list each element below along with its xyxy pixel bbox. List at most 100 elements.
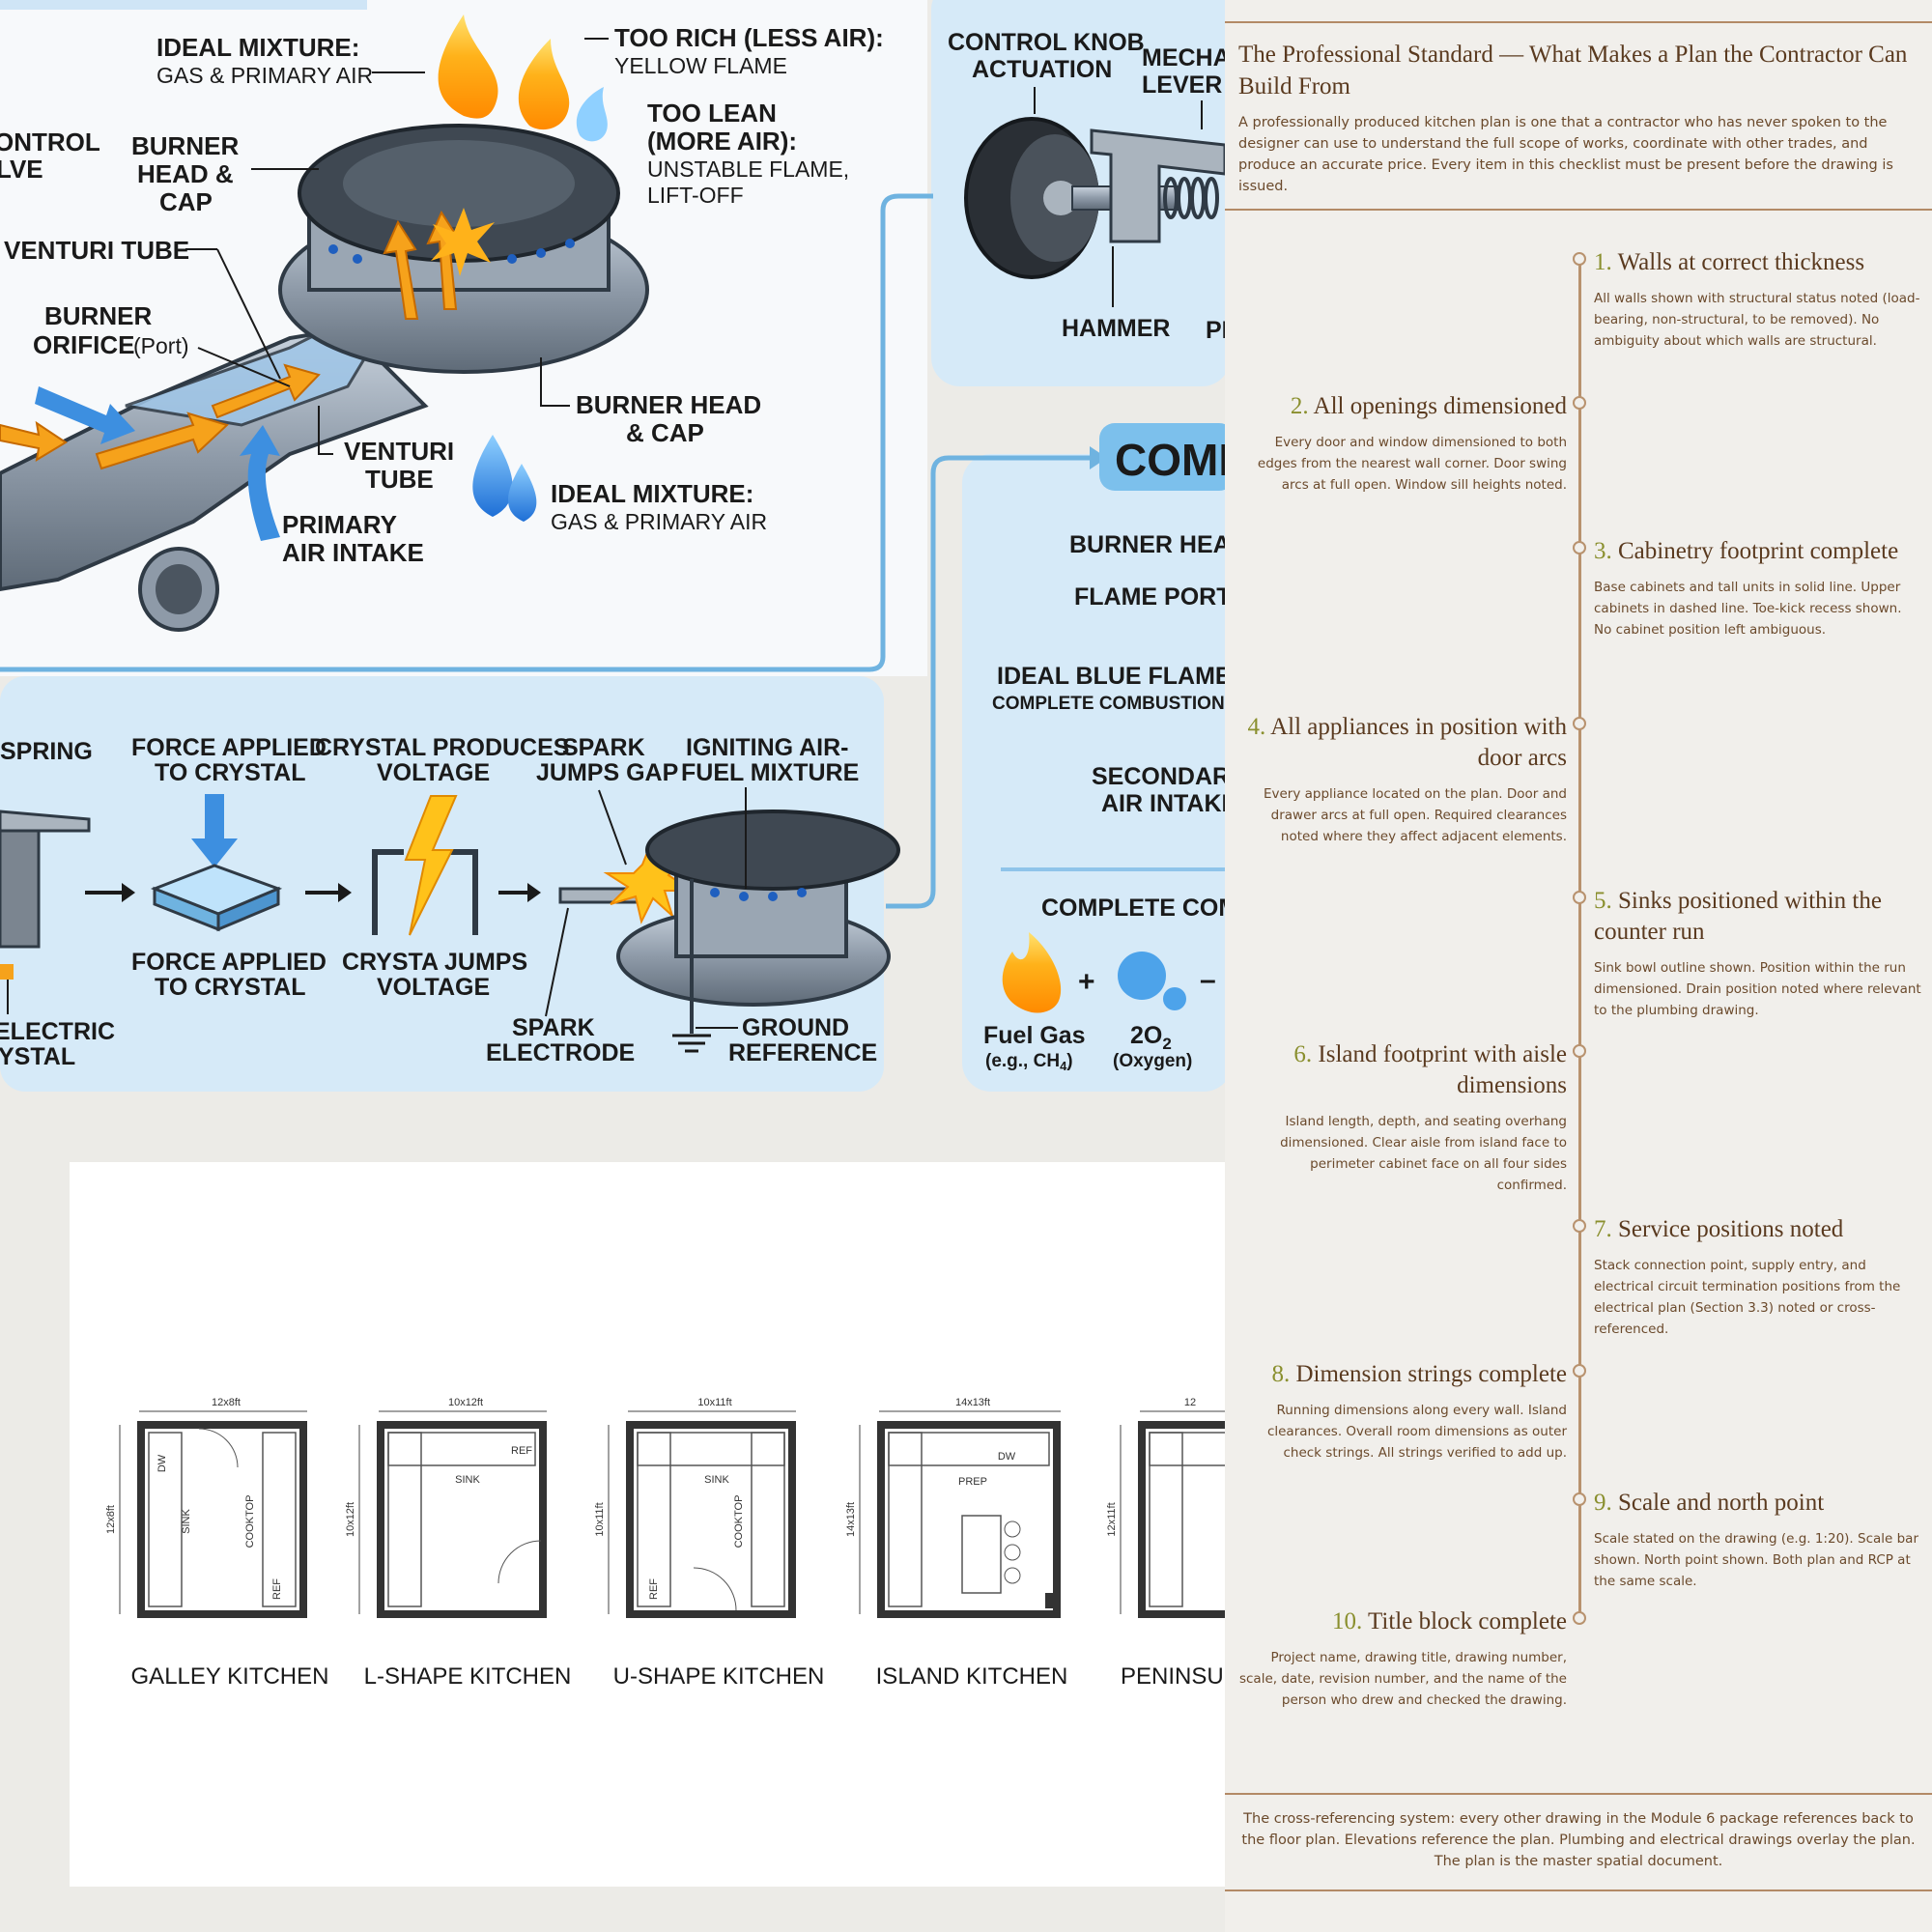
timeline-dot xyxy=(1573,717,1586,730)
appliance-label: SINK xyxy=(704,1474,729,1486)
combustion-panel xyxy=(962,454,1225,1092)
venturi-tube-mid-1: VENTURI xyxy=(344,437,454,466)
force-down-arrow-icon xyxy=(191,794,238,867)
combustion-heading: COMB xyxy=(1115,435,1225,485)
connector-line-mid xyxy=(886,455,1092,909)
cabinet-run xyxy=(387,1432,422,1607)
water-drop-icon-1 xyxy=(472,435,513,517)
rich-flame-icon xyxy=(518,39,570,130)
water-drop-icon-2 xyxy=(508,464,537,522)
ideal-mixture-bottom-title: IDEAL MIXTURE: xyxy=(551,479,753,508)
flame-port-label: FLAME PORT xyxy=(1074,583,1225,611)
checklist-item-text: Island length, depth, and seating overha… xyxy=(1280,1114,1567,1193)
dimension-label-width: 12x8ft xyxy=(212,1397,241,1408)
too-rich-title: TOO RICH (LESS AIR): xyxy=(614,23,884,52)
crystal-produces-label-2: VOLTAGE xyxy=(377,759,490,786)
fuel-gas-label: Fuel Gas xyxy=(983,1022,1086,1049)
stool-icon xyxy=(1004,1567,1021,1584)
checklist-item-text: Project name, drawing title, drawing num… xyxy=(1238,1650,1567,1708)
checklist-item-text: Stack connection point, supply entry, an… xyxy=(1594,1258,1901,1337)
leader-lines xyxy=(185,38,609,455)
checklist-timeline xyxy=(1578,253,1581,1615)
checklist-item-title: Cabinetry footprint complete xyxy=(1618,538,1899,564)
checklist-footer-rule-bottom xyxy=(1225,1889,1932,1891)
timeline-dot xyxy=(1573,396,1586,410)
pipe-end-inner xyxy=(156,564,202,614)
spark-electrode-label-2: ELECTRODE xyxy=(486,1039,635,1066)
igniter-crystal-strip xyxy=(0,964,14,980)
dimension-label-width: 12 xyxy=(1184,1397,1196,1408)
electric-label-2: YSTAL xyxy=(0,1043,75,1070)
yellow-flame-icon xyxy=(438,14,498,119)
igniter-top xyxy=(0,810,91,833)
checklist-item-number: 10. xyxy=(1331,1608,1363,1634)
cabinet-run xyxy=(888,1432,1050,1466)
crystal-produces-label-1: CRYSTAL PRODUCES xyxy=(315,734,569,761)
spark-jumps-label-1: SPARK xyxy=(562,734,645,761)
electrode-leader xyxy=(545,907,569,1017)
dimension-label-width: 10x11ft xyxy=(697,1397,731,1408)
timeline-dot xyxy=(1573,1044,1586,1058)
checklist-intro: A professionally produced kitchen plan i… xyxy=(1238,115,1893,194)
checklist-footer-rule-top xyxy=(1225,1793,1932,1795)
spark-panel-bottom-white xyxy=(0,1092,1225,1111)
room-walls xyxy=(377,1421,547,1618)
timeline-dot xyxy=(1573,891,1586,904)
checklist-item-1: 1. Walls at correct thickness All walls … xyxy=(1594,247,1922,352)
door-swing-icon xyxy=(198,1428,239,1468)
checklist-item-number: 9. xyxy=(1594,1490,1612,1516)
timeline-dot xyxy=(1573,1492,1586,1506)
checklist-item-title: Sinks positioned within the counter run xyxy=(1594,888,1882,945)
ground-symbol-icon xyxy=(672,1034,711,1053)
checklist-item-number: 8. xyxy=(1271,1361,1291,1387)
timeline-dot xyxy=(1573,1611,1586,1625)
hammer-label: HAMMER xyxy=(1062,315,1171,342)
complete-combustion-label: COMPLETE COMBUSTION xyxy=(992,694,1225,714)
spring-label: SPRING xyxy=(0,738,93,765)
dimension-label-height: 12x11ft xyxy=(1106,1502,1118,1536)
checklist-item-title: All appliances in position with door arc… xyxy=(1270,714,1567,771)
pantry-block xyxy=(1045,1593,1057,1608)
checklist-intro-rule xyxy=(1225,209,1932,211)
checklist-item-8: 8. Dimension strings complete Running di… xyxy=(1238,1359,1567,1463)
too-lean-2: (MORE AIR): xyxy=(647,127,797,156)
burner-head-cap-right-2: & CAP xyxy=(626,418,704,447)
venturi-tube-mid-2: TUBE xyxy=(365,465,434,494)
cabinet-run xyxy=(751,1432,785,1607)
timeline-dot xyxy=(1573,1219,1586,1233)
burner-head-cap-label-3: CAP xyxy=(159,187,213,216)
force-bottom-label-2: TO CRYSTAL xyxy=(155,974,305,1001)
spring-icon xyxy=(1163,177,1219,219)
burner-head-cap-label-2: HEAD & xyxy=(137,159,234,188)
fuel-gas-eg: (e.g., CH4) xyxy=(985,1051,1073,1073)
kitchen-name-u-shape: U-SHAPE KITCHEN xyxy=(613,1663,825,1690)
stool-icon xyxy=(1004,1544,1021,1561)
checklist-item-number: 3. xyxy=(1594,538,1612,564)
dimension-label-width: 14x13ft xyxy=(955,1397,990,1408)
stool-icon xyxy=(1004,1520,1021,1538)
checklist-item-text: Every door and window dimensioned to bot… xyxy=(1257,435,1567,493)
oxygen-molecule-icon-2 xyxy=(1163,987,1186,1010)
appliance-label: SINK xyxy=(181,1509,192,1534)
checklist-item-number: 4. xyxy=(1247,714,1266,740)
control-valve-label-1: ONTROL xyxy=(0,128,100,156)
too-rich-sub: YELLOW FLAME xyxy=(614,53,787,78)
checklist-item-number: 5. xyxy=(1594,888,1612,914)
oxygen-formula: 2O2 xyxy=(1130,1022,1172,1053)
flame-ports xyxy=(328,239,575,264)
control-knob-center xyxy=(1043,181,1078,215)
kitchen-name-l-shape: L-SHAPE KITCHEN xyxy=(364,1663,572,1690)
appliance-label: REF xyxy=(511,1445,532,1457)
appliance-label: REF xyxy=(271,1578,283,1600)
panel-top-strip xyxy=(0,0,367,10)
cabinet-run xyxy=(148,1432,183,1607)
ideal-mixture-bottom-sub: GAS & PRIMARY AIR xyxy=(551,509,767,534)
appliance-label: DW xyxy=(156,1454,168,1472)
kitchen-name-peninsula: PENINSUL xyxy=(1121,1663,1225,1690)
cabinet-run xyxy=(1149,1432,1225,1466)
gas-burner-diagram: IDEAL MIXTURE: GAS & PRIMARY AIR TOO RIC… xyxy=(0,0,1225,1111)
checklist-footer: The cross-referencing system: every othe… xyxy=(1241,1811,1916,1869)
ignition-burner-cap xyxy=(645,810,900,891)
checklist-item-title: Dimension strings complete xyxy=(1295,1361,1567,1387)
